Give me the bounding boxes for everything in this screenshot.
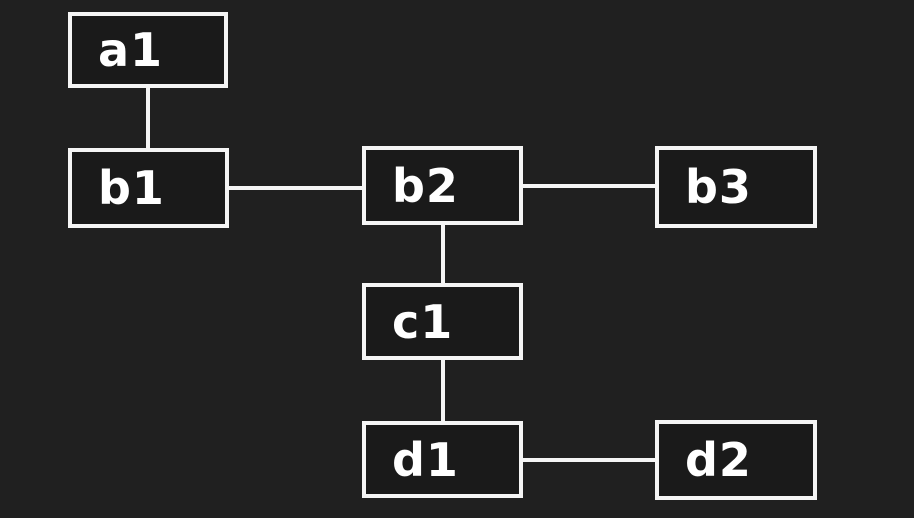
edge-c1-d1	[441, 360, 445, 421]
node-a1-label: a1	[98, 23, 164, 77]
node-a1: a1	[68, 12, 228, 88]
node-d2: d2	[655, 420, 817, 500]
node-b2-label: b2	[392, 158, 459, 213]
edge-a1-b1	[146, 88, 150, 148]
node-d1: d1	[362, 421, 523, 498]
node-b1: b1	[68, 148, 229, 228]
node-d1-label: d1	[392, 432, 459, 487]
node-d2-label: d2	[685, 433, 752, 487]
node-b2: b2	[362, 146, 523, 225]
node-c1-label: c1	[392, 294, 454, 349]
node-b3-label: b3	[685, 160, 752, 214]
node-c1: c1	[362, 283, 523, 360]
node-b3: b3	[655, 146, 817, 228]
node-b1-label: b1	[98, 161, 165, 215]
edge-b1-b2	[229, 186, 362, 190]
edge-b2-c1	[441, 225, 445, 283]
edge-d1-d2	[523, 458, 655, 462]
edge-b2-b3	[523, 184, 655, 188]
